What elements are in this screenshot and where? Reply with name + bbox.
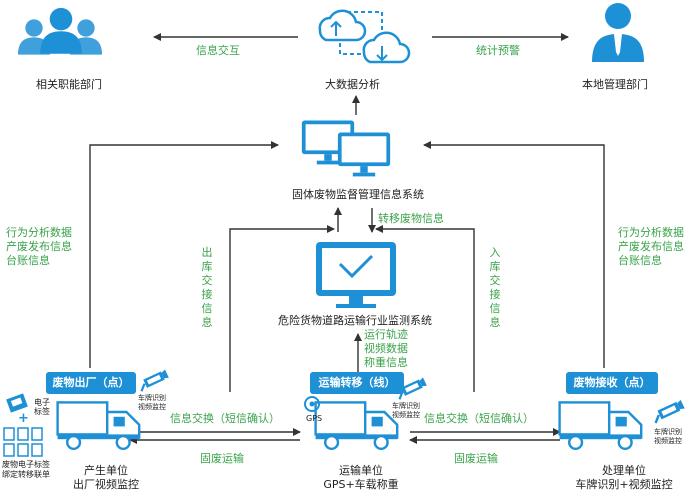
camera-center-line: 车牌识别 <box>392 402 420 410</box>
edge-right-to-system <box>423 141 605 368</box>
e-label-card-icon <box>6 393 28 413</box>
exchange-left-label: 信息交换（短信确认） <box>170 412 280 425</box>
camera-right-icon <box>654 398 686 424</box>
exchange-right-label: 信息交换（短信确认） <box>424 412 534 425</box>
transport-data-item: 视频数据 <box>364 342 408 355</box>
edge-outbound-handover <box>229 225 335 392</box>
bigdata-label: 大数据分析 <box>325 78 380 91</box>
tag-label-text: 废物电子标签 绑定转移联单 <box>2 460 50 480</box>
right-dept-label: 本地管理部门 <box>582 78 648 91</box>
producer-unit-line: 出厂视频监控 <box>73 478 139 491</box>
outbound-handover-label: 出库交接信息 <box>201 246 213 329</box>
producer-unit-line: 产生单位 <box>84 464 128 477</box>
left-side-item: 产废发布信息 <box>6 240 72 253</box>
hazard-system-label: 危险货物道路运输行业监测系统 <box>278 314 432 327</box>
left-side-item: 台账信息 <box>6 254 50 267</box>
badge-waste-outbound: 废物出厂（点） <box>46 372 136 394</box>
camera-center-label: 车牌识别 视频监控 <box>392 402 420 420</box>
right-side-item: 产废发布信息 <box>618 240 684 253</box>
tag-label-line: 废物电子标签 <box>2 460 50 469</box>
transfer-info-label: 转移废物信息 <box>378 212 444 225</box>
camera-left-line: 视频监控 <box>138 403 166 411</box>
edge-left-to-system <box>89 141 279 368</box>
camera-right-line: 车牌识别 <box>654 428 682 436</box>
transport-data-block: 运行轨迹 视频数据 称重信息 <box>364 328 408 370</box>
inbound-handover-label: 入库交接信息 <box>489 246 501 329</box>
solid-waste-system-label: 固体废物监督管理信息系统 <box>292 188 424 201</box>
badge-transport-transfer: 运输转移（线） <box>310 372 404 394</box>
camera-right-label: 车牌识别 视频监控 <box>654 428 682 446</box>
receiver-unit-label: 处理单位 车牌识别+视频监控 <box>564 464 684 492</box>
transport-unit-line: GPS+车载称重 <box>323 478 399 491</box>
cloud-analysis-icon <box>318 9 411 64</box>
producer-truck-icon <box>56 401 141 450</box>
e-label-line: 标签 <box>34 407 50 416</box>
transport-unit-label: 运输单位 GPS+车载称重 <box>316 464 406 492</box>
camera-right-line: 视频监控 <box>654 437 682 445</box>
right-side-item: 台账信息 <box>618 254 662 267</box>
tag-forms-icon <box>3 427 43 457</box>
edge-label-stat-warning: 统计预警 <box>476 44 520 57</box>
left-side-item: 行为分析数据 <box>6 226 72 239</box>
transport-data-item: 称重信息 <box>364 356 408 369</box>
transport-left-label: 固废运输 <box>200 452 244 465</box>
left-side-data-block: 行为分析数据 产废发布信息 台账信息 <box>6 226 72 268</box>
camera-center-line: 视频监控 <box>392 411 420 419</box>
transport-right-label: 固废运输 <box>454 452 498 465</box>
edge-label-info-interaction: 信息交互 <box>196 44 240 57</box>
receiver-truck-icon <box>558 401 643 450</box>
receiver-unit-line: 处理单位 <box>602 464 646 477</box>
tag-label-line: 绑定转移联单 <box>2 470 50 479</box>
left-dept-label: 相关职能部门 <box>36 78 102 91</box>
gps-label: GPS <box>306 414 323 423</box>
manager-person-icon <box>592 3 644 62</box>
receiver-unit-line: 车牌识别+视频监控 <box>575 478 673 491</box>
transport-data-item: 运行轨迹 <box>364 328 408 341</box>
gps-icon <box>304 396 320 412</box>
camera-left-label: 车牌识别 视频监控 <box>138 394 166 412</box>
badge-waste-receive: 废物接收（点） <box>566 372 658 394</box>
e-label-line: 电子 <box>34 398 50 407</box>
right-side-item: 行为分析数据 <box>618 226 684 239</box>
edge-inbound-handover <box>375 225 475 392</box>
transport-truck-icon <box>314 401 399 450</box>
solid-waste-system-icon <box>301 120 391 177</box>
camera-left-icon <box>140 368 170 392</box>
group-people-icon <box>18 7 102 55</box>
producer-unit-label: 产生单位 出厂视频监控 <box>66 464 146 492</box>
camera-left-line: 车牌识别 <box>138 394 166 402</box>
e-label-text: 电子 标签 <box>34 398 50 416</box>
hazard-system-monitor-icon <box>316 242 396 308</box>
transport-unit-line: 运输单位 <box>339 464 383 477</box>
plus-sign: + <box>18 411 29 426</box>
right-side-data-block: 行为分析数据 产废发布信息 台账信息 <box>618 226 684 268</box>
